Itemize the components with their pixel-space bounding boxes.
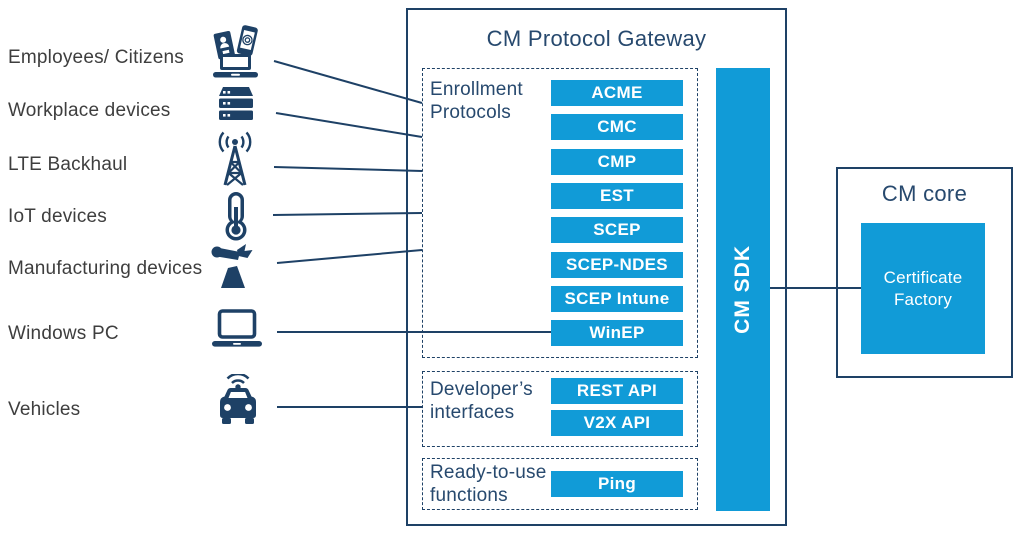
cm-core-title: CM core	[881, 181, 968, 206]
source-label-windows-pc: Windows PC	[8, 323, 119, 344]
line-manufacturing-gateway	[276, 249, 423, 264]
line-lte-gateway	[273, 166, 423, 172]
line-workplace-gateway	[275, 112, 423, 138]
protocol-chip-cmc: CMC	[551, 114, 683, 140]
source-label-iot: IoT devices	[8, 206, 108, 227]
gateway-title: CM Protocol Gateway	[486, 26, 707, 51]
certificate-factory-box: Certificate Factory	[861, 223, 985, 354]
gateway-box	[406, 8, 787, 526]
source-label-vehicles: Vehicles	[8, 399, 81, 420]
thermometer-icon	[221, 190, 251, 242]
server-stack-icon	[216, 86, 256, 128]
developers-group-box	[422, 371, 698, 447]
source-label-lte: LTE Backhaul	[8, 154, 128, 175]
function-chip-ping: Ping	[551, 471, 683, 497]
source-label-workplace: Workplace devices	[8, 100, 171, 121]
source-label-manufacturing: Manufacturing devices	[8, 258, 203, 279]
laptop-icon	[208, 308, 266, 350]
connected-car-icon	[211, 374, 265, 428]
robot-arm-icon	[209, 240, 259, 292]
api-chip-v2x: V2X API	[551, 410, 683, 436]
ready-group-box	[422, 458, 698, 510]
protocol-chip-scep-intune: SCEP Intune	[551, 286, 683, 312]
enrollment-group-box	[422, 68, 698, 358]
radio-tower-icon	[212, 130, 258, 188]
protocol-chip-winep: WinEP	[551, 320, 683, 346]
ready-group-label: Ready-to-use functions	[430, 462, 547, 506]
protocol-chip-est: EST	[551, 183, 683, 209]
identity-devices-icon	[203, 24, 267, 80]
line-employees-gateway	[273, 60, 423, 104]
protocol-chip-cmp: CMP	[551, 149, 683, 175]
cm-sdk-bar: CM SDK	[716, 68, 770, 511]
protocol-chip-scep-ndes: SCEP-NDES	[551, 252, 683, 278]
enrollment-group-label: Enrollment Protocols	[430, 79, 523, 123]
protocol-chip-acme: ACME	[551, 80, 683, 106]
line-iot-gateway	[272, 212, 423, 216]
source-label-employees: Employees/ Citizens	[8, 47, 184, 68]
certificate-factory-label: Certificate Factory	[883, 267, 963, 309]
developers-group-label: Developer’s interfaces	[430, 379, 533, 423]
protocol-chip-scep: SCEP	[551, 217, 683, 243]
cm-core-box	[836, 167, 1013, 378]
api-chip-rest: REST API	[551, 378, 683, 404]
cm-sdk-label: CM SDK	[731, 245, 754, 334]
